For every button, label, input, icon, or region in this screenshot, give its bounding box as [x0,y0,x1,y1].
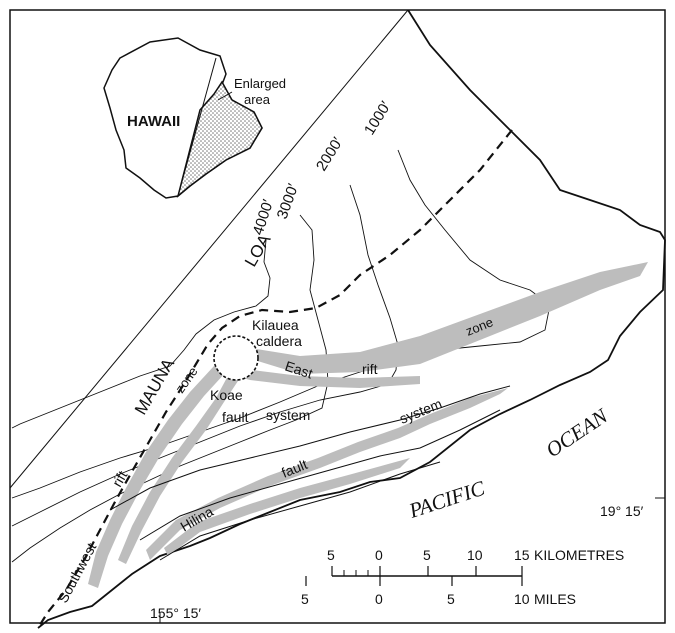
inset-island-label: HAWAII [127,113,180,130]
label-mauna: MAUNA [131,355,178,418]
kilauea-caldera [213,335,259,381]
label-pacific: PACIFIC [405,476,488,523]
scale-km-tick-5b: 5 [423,547,431,563]
hilina-fault-system-b [164,458,410,556]
contour-label-3000: 3000′ [274,181,302,221]
scale-mi-unit: MILES [534,591,576,607]
koae-fault-system [220,362,420,388]
contour-label-2000: 2000′ [313,134,347,174]
scale-km-tick-5a: 5 [327,547,335,563]
label-kilauea: Kilauea [252,317,299,333]
contour-2000 [11,184,399,527]
inset-hawaii: HAWAII Enlarged area [103,37,286,199]
coastline [37,9,666,629]
southwest-rift-zone-inner [118,372,240,564]
rift-zones [88,262,648,588]
label-rift-sw: rift [109,468,131,490]
southwest-rift-zone-outer [88,366,226,588]
label-ocean: OCEAN [541,403,612,462]
label-system-koae: system [266,407,310,423]
label-koae: Koae [210,387,243,403]
contour-label-1000: 1000′ [361,98,395,138]
label-caldera: caldera [256,333,302,349]
volcano-boundary [37,129,513,629]
boundary-line-long [9,9,409,489]
scale-km-tick-10: 10 [467,547,483,563]
scale-km-tick-15: 15 [514,547,530,563]
scale-mi-tick-5b: 5 [447,591,455,607]
fault-lines [109,385,511,561]
longitude-label: 155° 15′ [150,605,201,621]
latitude-label: 19° 15′ [600,503,644,519]
scale-mi-tick-5a: 5 [301,591,309,607]
contour-4000 [11,239,271,429]
scale-km-tick-0: 0 [375,547,383,563]
contour-3000 [11,214,329,563]
scale-bar: 5 0 5 10 15 KILOMETRES 5 0 5 10 MILES [301,547,624,607]
label-rift-east: rift [362,361,378,377]
inset-enlarged-label-1: Enlarged [234,76,286,91]
hilina-fault-system-a [146,388,508,560]
east-rift-zone [248,262,648,374]
scale-km-unit: KILOMETRES [534,547,624,563]
contour-label-4000: 4000′ [250,197,277,237]
label-loa: LOA [241,230,275,270]
boundary-line-short [177,57,217,197]
label-fault-koae: fault [222,409,249,425]
map-frame [9,9,666,624]
inset-enlarged-label-2: area [244,92,271,107]
inset-enlarged-area [176,80,263,199]
scale-mi-tick-10: 10 [514,591,530,607]
scale-mi-tick-0: 0 [375,591,383,607]
